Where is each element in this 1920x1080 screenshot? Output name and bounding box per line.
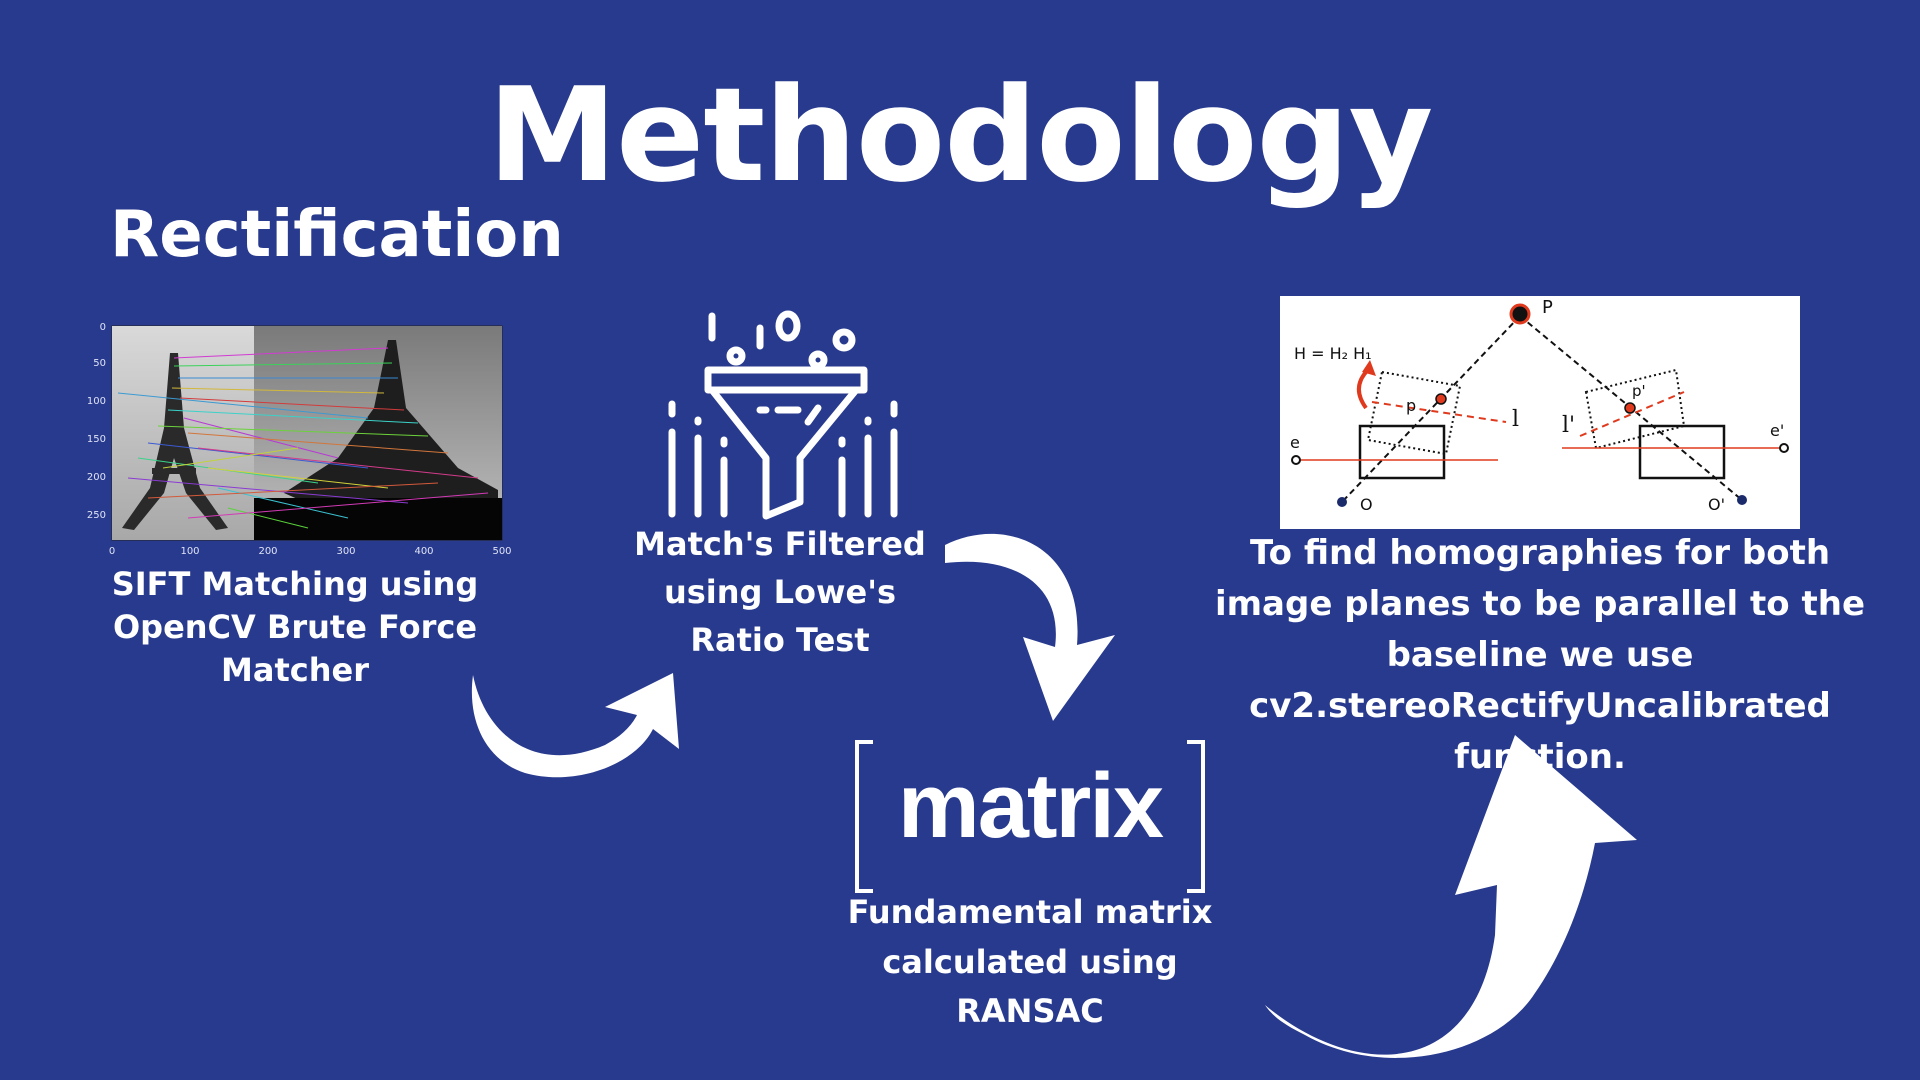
x-tick: 300 xyxy=(336,546,355,557)
label-l-prime: l' xyxy=(1562,413,1575,438)
label-formula: H = H₂ H₁ xyxy=(1294,344,1372,363)
x-tick: 500 xyxy=(492,546,511,557)
sift-caption: SIFT Matching using OpenCV Brute Force M… xyxy=(111,565,479,690)
left-image-plane xyxy=(1366,370,1462,456)
label-O-prime: O' xyxy=(1708,495,1725,514)
label-e: e xyxy=(1290,433,1300,452)
fundamental-caption: Fundamental matrix calculated using RANS… xyxy=(847,893,1213,1031)
funnel-filter-icon xyxy=(668,310,898,520)
label-P: P xyxy=(1542,297,1553,318)
match-lines xyxy=(117,347,489,529)
y-tick: 100 xyxy=(87,396,106,407)
x-tick: 200 xyxy=(258,546,277,557)
x-tick: 0 xyxy=(109,546,115,557)
sift-matching-figure: 0 50 100 150 200 250 0 100 200 300 400 5… xyxy=(87,322,512,557)
x-tick: 400 xyxy=(414,546,433,557)
curved-arrow-icon xyxy=(1265,735,1637,1058)
y-tick: 200 xyxy=(87,472,106,483)
label-p: p xyxy=(1406,396,1416,415)
label-p-prime: p' xyxy=(1632,382,1646,400)
matrix-logo: matrix xyxy=(855,740,1205,893)
y-tick: 250 xyxy=(87,510,106,521)
right-bracket xyxy=(1187,740,1205,893)
label-l: l xyxy=(1512,407,1519,432)
y-tick: 0 xyxy=(100,322,106,333)
matrix-logo-text: matrix xyxy=(897,755,1164,857)
curved-arrow-icon xyxy=(471,673,679,778)
page-title: Methodology xyxy=(487,59,1434,211)
y-tick: 50 xyxy=(93,358,106,369)
right-image-plane xyxy=(1584,368,1686,450)
section-subtitle: Rectification xyxy=(110,198,564,272)
eiffel-tower-left xyxy=(122,353,228,530)
point-P xyxy=(1509,303,1531,325)
x-tick: 100 xyxy=(180,546,199,557)
eiffel-tower-right xyxy=(254,340,502,540)
left-bracket xyxy=(855,740,873,893)
label-O: O xyxy=(1360,495,1373,514)
label-e-prime: e' xyxy=(1770,421,1784,440)
filter-caption: Match's Filtered using Lowe's Ratio Test xyxy=(634,525,926,659)
epipolar-rectification-figure: P H = H₂ H₁ p l e O p' l' e' O' xyxy=(1280,296,1800,529)
curved-arrow-icon xyxy=(945,533,1115,721)
y-tick: 150 xyxy=(87,434,106,445)
